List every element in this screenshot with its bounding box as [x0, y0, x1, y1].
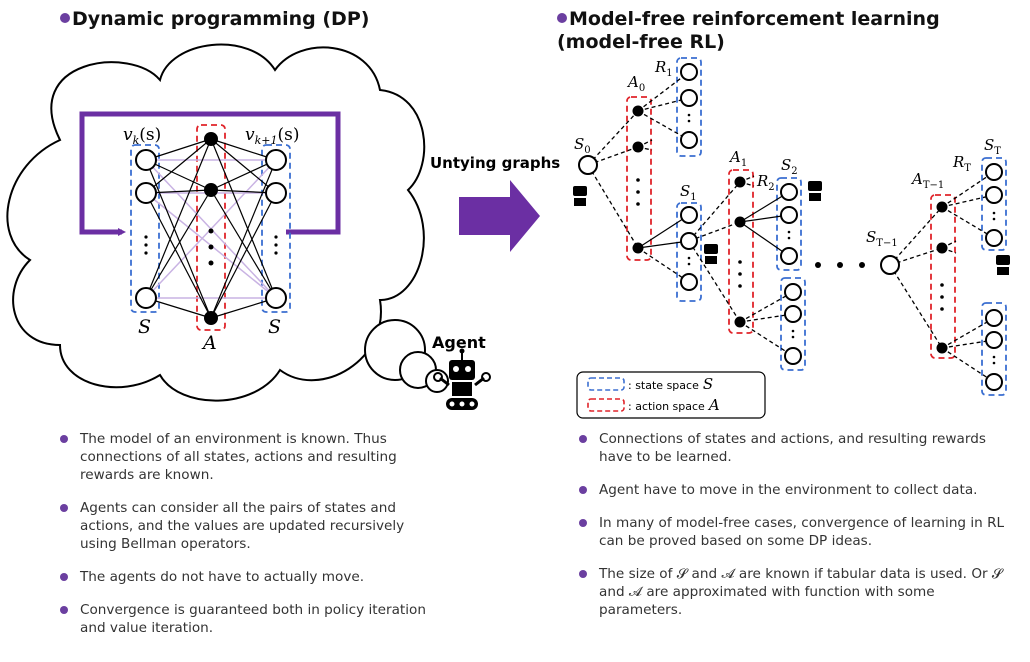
- title-bullet-icon: [60, 13, 70, 23]
- agent-label: Agent: [432, 333, 486, 352]
- legend-action-swatch: [587, 398, 625, 412]
- action-space-symbol: A: [201, 332, 217, 354]
- state-box-right: [261, 144, 291, 313]
- list-item: Agents can consider all the pairs of sta…: [58, 499, 438, 553]
- list-item: Connections of states and actions, and r…: [577, 430, 1017, 466]
- mini-robot-icon: [573, 181, 1010, 275]
- action-box: [196, 124, 226, 331]
- untying-arrow: [459, 180, 540, 252]
- label-a0: A0: [626, 73, 645, 94]
- label-a1: A1: [728, 148, 747, 169]
- rl-vertical-ellipsis: [636, 113, 996, 365]
- dp-bullet-list: The model of an environment is known. Th…: [58, 430, 438, 652]
- untying-label: Untying graphs: [430, 154, 560, 172]
- dp-action-nodes: [204, 132, 218, 325]
- dp-state-ellipsis: [144, 235, 278, 255]
- list-item: The agents do not have to actually move.: [58, 568, 438, 586]
- legend-state-swatch: [587, 377, 625, 391]
- rl-state-nodes: [578, 63, 1003, 391]
- list-item: Convergence is guaranteed both in policy…: [58, 601, 438, 637]
- dp-state-nodes-right: [265, 149, 287, 309]
- dp-title: Dynamic programming (DP): [60, 8, 369, 31]
- dp-title-text: Dynamic programming (DP): [72, 8, 370, 30]
- label-st: ST: [984, 136, 1001, 157]
- rl-horizontal-ellipsis: [815, 262, 865, 268]
- vk-label: vk(s): [123, 125, 161, 147]
- list-item: The size of 𝓢 and 𝓐 are known if tabular…: [577, 565, 1017, 619]
- list-item: In many of model-free cases, convergence…: [577, 514, 1017, 550]
- update-loop-arrow: [79, 111, 341, 236]
- label-s2: S2: [781, 156, 798, 177]
- label-r2: R2: [756, 172, 775, 193]
- title-bullet-icon: [557, 13, 567, 23]
- agent-robot-icon: [433, 348, 491, 410]
- state-box-left: [130, 144, 160, 313]
- label-at1: AT−1: [910, 170, 944, 191]
- label-r1: R1: [654, 58, 673, 79]
- rl-bullet-list: Connections of states and actions, and r…: [577, 430, 1017, 634]
- rl-dashed-boxes: [626, 57, 1007, 396]
- rl-title-line2: (model-free RL): [557, 31, 725, 53]
- rl-dashed-edges: [587, 71, 995, 383]
- state-space-symbol-right: S: [268, 316, 281, 338]
- dp-state-nodes-left: [135, 149, 157, 309]
- label-s1: S1: [680, 182, 697, 203]
- state-space-symbol-left: S: [138, 316, 151, 338]
- dp-edges: [145, 138, 277, 319]
- label-st1: ST−1: [866, 228, 898, 249]
- rl-title-line1: Model-free reinforcement learning: [569, 8, 940, 30]
- rl-action-nodes: [632, 105, 948, 354]
- vk1-label: vk+1(s): [245, 125, 300, 147]
- thought-cloud: [6, 43, 426, 402]
- list-item: Agent have to move in the environment to…: [577, 481, 1017, 499]
- rl-node-labels: S0 A0 R1 S1 A1 R2 S2 ST−1 AT−1 RT ST: [574, 58, 1001, 249]
- list-item: The model of an environment is known. Th…: [58, 430, 438, 484]
- rl-title: Model-free reinforcement learning (model…: [557, 8, 940, 54]
- label-s0: S0: [574, 135, 591, 156]
- label-rt: RT: [952, 153, 971, 174]
